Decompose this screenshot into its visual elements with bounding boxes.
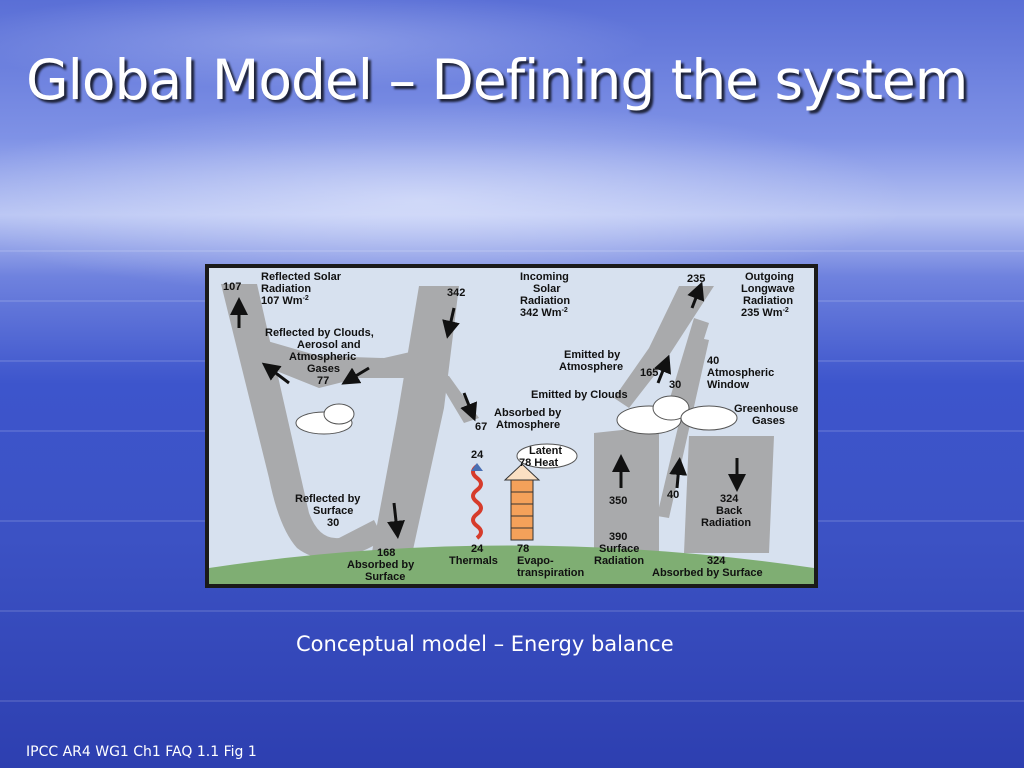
arrow-down-icon bbox=[460, 392, 478, 422]
slide-title: Global Model – Defining the system bbox=[26, 48, 968, 112]
svg-text:Absorbed by: Absorbed by bbox=[347, 559, 415, 571]
svg-text:Atmospheric: Atmospheric bbox=[289, 351, 356, 363]
arrow-left-icon bbox=[341, 366, 370, 385]
svg-text:Radiation: Radiation bbox=[594, 555, 644, 567]
svg-text:Evapo-: Evapo- bbox=[517, 555, 554, 567]
evapotranspiration-value: 78 bbox=[517, 543, 529, 555]
svg-text:Gases: Gases bbox=[752, 415, 785, 427]
svg-text:77: 77 bbox=[317, 375, 329, 387]
greenhouse-gases-label: Greenhouse Gases bbox=[734, 403, 798, 427]
svg-text:Radiation: Radiation bbox=[701, 517, 751, 529]
atmospheric-window-label: Atmospheric Window bbox=[707, 367, 774, 391]
svg-text:Reflected Solar: Reflected Solar bbox=[261, 271, 342, 283]
outgoing-longwave-label: Outgoing Longwave Radiation 235 Wm-2 bbox=[741, 271, 795, 319]
svg-text:Absorbed by: Absorbed by bbox=[494, 407, 562, 419]
back-radiation-block bbox=[684, 436, 774, 553]
incoming-solar-band bbox=[369, 286, 459, 568]
earth-surface bbox=[209, 545, 814, 584]
thermals-top-value: 24 bbox=[471, 449, 484, 461]
emitted-clouds-value: 30 bbox=[669, 379, 681, 391]
svg-text:Outgoing: Outgoing bbox=[745, 271, 794, 283]
arrow-down-icon bbox=[442, 307, 460, 339]
outgoing-longwave-value: 235 bbox=[687, 273, 705, 285]
svg-text:Latent: Latent bbox=[529, 445, 562, 457]
thermals-arrow-icon bbox=[471, 463, 483, 471]
svg-text:Radiation: Radiation bbox=[520, 295, 570, 307]
atmospheric-window-value: 40 bbox=[707, 355, 719, 367]
window-40-value: 40 bbox=[667, 489, 679, 501]
arrow-down-icon bbox=[387, 502, 405, 539]
absorbed-surface-back-label: Absorbed by Surface bbox=[652, 567, 763, 579]
svg-text:Aerosol and: Aerosol and bbox=[297, 339, 361, 351]
absorbed-atmosphere-label: Absorbed by Atmosphere bbox=[494, 407, 562, 431]
svg-text:342 Wm-2: 342 Wm-2 bbox=[520, 307, 568, 319]
svg-text:Reflected by: Reflected by bbox=[295, 493, 361, 505]
svg-text:78 Heat: 78 Heat bbox=[519, 457, 558, 469]
surface-radiation-label: Surface Radiation bbox=[594, 543, 644, 567]
absorbed-surface-solar-value: 168 bbox=[377, 547, 395, 559]
svg-text:Atmosphere: Atmosphere bbox=[496, 419, 560, 431]
svg-text:Surface: Surface bbox=[313, 505, 353, 517]
svg-text:30: 30 bbox=[327, 517, 339, 529]
evapotranspiration-column bbox=[503, 463, 541, 541]
svg-text:Gases: Gases bbox=[307, 363, 340, 375]
svg-text:Surface: Surface bbox=[599, 543, 639, 555]
figure-caption: Conceptual model – Energy balance bbox=[296, 632, 674, 656]
svg-text:Window: Window bbox=[707, 379, 749, 391]
back-radiation-value: 324 bbox=[720, 493, 739, 505]
svg-text:Radiation: Radiation bbox=[743, 295, 793, 307]
surface-radiation-top-value: 350 bbox=[609, 495, 627, 507]
outgoing-longwave-band bbox=[614, 286, 714, 408]
reflected-solar-band bbox=[221, 284, 384, 559]
arrow-up-icon bbox=[654, 354, 672, 384]
svg-text:transpiration: transpiration bbox=[517, 567, 585, 579]
svg-text:Emitted by: Emitted by bbox=[564, 349, 621, 361]
reflected-solar-value: 107 bbox=[223, 281, 241, 293]
atmosphere-emission-band bbox=[664, 318, 709, 418]
svg-text:Longwave: Longwave bbox=[741, 283, 795, 295]
surface-radiation-value: 390 bbox=[609, 531, 627, 543]
emitted-atmosphere-label: Emitted by Atmosphere bbox=[559, 349, 623, 373]
svg-text:Surface: Surface bbox=[365, 571, 405, 583]
thermals-wave bbox=[471, 464, 483, 540]
cloud-reflection-band bbox=[257, 338, 419, 388]
cloud-icon bbox=[295, 395, 738, 469]
absorbed-surface-solar-label: Absorbed by Surface bbox=[347, 559, 415, 583]
emitted-atmosphere-value: 165 bbox=[640, 367, 658, 379]
source-citation: IPCC AR4 WG1 Ch1 FAQ 1.1 Fig 1 bbox=[26, 744, 257, 760]
svg-text:107 Wm-2: 107 Wm-2 bbox=[261, 295, 309, 307]
svg-text:Solar: Solar bbox=[533, 283, 561, 295]
svg-text:Radiation: Radiation bbox=[261, 283, 311, 295]
svg-text:Incoming: Incoming bbox=[520, 271, 569, 283]
svg-text:Atmospheric: Atmospheric bbox=[707, 367, 774, 379]
thermals-value: 24 bbox=[471, 543, 484, 555]
latent-heat-label: Latent 78 Heat bbox=[519, 445, 562, 469]
emitted-clouds-label: Emitted by Clouds bbox=[531, 389, 628, 401]
arrow-up-icon bbox=[687, 281, 705, 309]
svg-text:Atmosphere: Atmosphere bbox=[559, 361, 623, 373]
svg-text:Greenhouse: Greenhouse bbox=[734, 403, 798, 415]
svg-text:Reflected by Clouds,: Reflected by Clouds, bbox=[265, 327, 374, 339]
reflected-clouds-label: Reflected by Clouds, Aerosol and Atmosph… bbox=[265, 327, 374, 387]
reflected-surface-label: Reflected by Surface 30 bbox=[295, 493, 361, 529]
back-radiation-label: Back Radiation bbox=[701, 505, 751, 529]
surface-radiation-block bbox=[594, 426, 659, 553]
evapotranspiration-label: Evapo- transpiration bbox=[517, 555, 585, 579]
incoming-solar-value: 342 bbox=[447, 287, 465, 299]
absorbed-atmosphere-value: 67 bbox=[475, 421, 487, 433]
reflected-solar-label: Reflected Solar Radiation 107 Wm-2 bbox=[261, 271, 342, 307]
arrow-up-icon bbox=[669, 457, 688, 489]
absorbed-surface-back-value: 324 bbox=[707, 555, 726, 567]
energy-balance-diagram: 107 Reflected Solar Radiation 107 Wm-2 3… bbox=[205, 264, 818, 588]
thermals-label: Thermals bbox=[449, 555, 498, 567]
svg-text:235 Wm-2: 235 Wm-2 bbox=[741, 307, 789, 319]
arrow-left-icon bbox=[261, 362, 290, 385]
svg-text:Back: Back bbox=[716, 505, 743, 517]
incoming-solar-label: Incoming Solar Radiation 342 Wm-2 bbox=[520, 271, 570, 319]
